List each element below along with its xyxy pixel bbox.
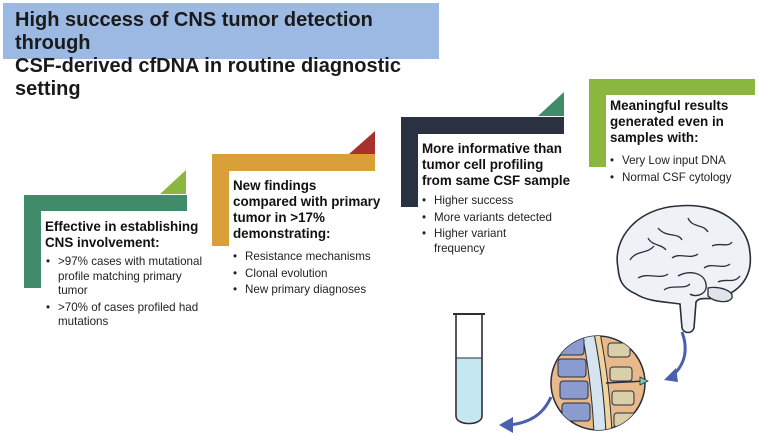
bullet-item: >70% of cases profiled had mutations bbox=[46, 301, 206, 330]
step-4-top-bar bbox=[589, 79, 755, 95]
step-3-bullet-list: Higher success More variants detected Hi… bbox=[422, 194, 592, 258]
arrow-brain-to-spine-icon bbox=[664, 331, 687, 382]
brain-illustration bbox=[616, 204, 752, 334]
step-1-bullet-list: >97% cases with mutational profile match… bbox=[46, 255, 206, 332]
step-2-heading-line: tumor in >17% bbox=[233, 210, 325, 225]
step-3-top-bar bbox=[401, 117, 564, 134]
step-2-bullet-list: Resistance mechanisms Clonal evolution N… bbox=[233, 250, 403, 300]
bullet-item: Resistance mechanisms bbox=[233, 250, 403, 265]
bullet-item: More variants detected bbox=[422, 211, 592, 226]
step-4-heading-line: generated even in bbox=[610, 114, 724, 129]
step-1-heading-line: CNS involvement: bbox=[45, 235, 160, 250]
lumbar-puncture-illustration bbox=[550, 335, 649, 431]
title-line-1: High success of CNS tumor detection thro… bbox=[15, 9, 373, 54]
step-4-heading-line: Meaningful results bbox=[610, 98, 729, 113]
step-4-side-bar bbox=[589, 79, 606, 167]
step-3-heading-line: More informative than bbox=[422, 141, 562, 156]
bullet-item: New primary diagnoses bbox=[233, 283, 403, 298]
step-3-heading: More informative than tumor cell profili… bbox=[422, 141, 592, 189]
bullet-item: >97% cases with mutational profile match… bbox=[46, 255, 206, 299]
title-line-2: CSF-derived cfDNA in routine diagnostic … bbox=[15, 55, 401, 100]
step-1-heading: Effective in establishing CNS involvemen… bbox=[45, 219, 225, 251]
bullet-item: Clonal evolution bbox=[233, 267, 403, 282]
step-2-heading: New findings compared with primary tumor… bbox=[233, 178, 403, 242]
step-1-side-bar bbox=[24, 195, 41, 288]
arrow-spine-to-tube-icon bbox=[499, 396, 553, 433]
step-2-heading-line: demonstrating: bbox=[233, 226, 331, 241]
step-2-side-bar bbox=[212, 154, 229, 246]
step-3-side-bar bbox=[401, 117, 418, 207]
step-4-heading-line: samples with: bbox=[610, 130, 699, 145]
csf-test-tube-illustration bbox=[453, 313, 485, 425]
title-banner: High success of CNS tumor detection thro… bbox=[3, 3, 439, 100]
step-3-heading-line: tumor cell profiling bbox=[422, 157, 544, 172]
bullet-item: Normal CSF cytology bbox=[610, 171, 759, 186]
diagram-title: High success of CNS tumor detection thro… bbox=[15, 9, 435, 101]
step-3-heading-line: from same CSF sample bbox=[422, 173, 571, 188]
step-2-accent-triangle bbox=[349, 131, 375, 154]
bullet-item: Higher success bbox=[422, 194, 592, 209]
step-1-heading-line: Effective in establishing bbox=[45, 219, 199, 234]
step-2-heading-line: New findings bbox=[233, 178, 317, 193]
step-3-accent-triangle bbox=[538, 92, 564, 116]
bullet-item: Higher variant frequency bbox=[422, 227, 534, 256]
step-1-accent-triangle bbox=[160, 170, 186, 194]
bullet-item: Very Low input DNA bbox=[610, 154, 759, 169]
step-4-bullet-list: Very Low input DNA Normal CSF cytology bbox=[610, 154, 759, 187]
step-2-top-bar bbox=[212, 154, 375, 171]
step-4-heading: Meaningful results generated even in sam… bbox=[610, 98, 759, 146]
step-1-top-bar bbox=[24, 195, 187, 211]
step-2-heading-line: compared with primary bbox=[233, 194, 381, 209]
